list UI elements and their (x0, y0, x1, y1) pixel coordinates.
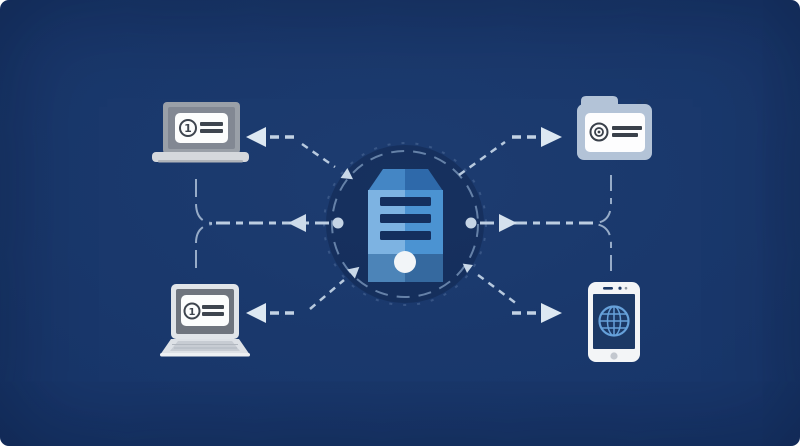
record-icon-inner-ring (594, 127, 604, 137)
phone-home-button (610, 352, 618, 360)
phone-speaker (603, 287, 613, 290)
connector-left (195, 179, 332, 268)
branch-curve-top-right (594, 175, 612, 224)
arrowhead-to-laptop-top-left (246, 127, 266, 147)
laptop-tl-badge: 1 (184, 122, 192, 135)
arrowhead-to-phone (541, 303, 562, 323)
server-indicator-light (394, 251, 416, 273)
branch-curve-bottom-left (195, 223, 213, 268)
browser-text-line-2 (612, 133, 638, 137)
coin-1-icon (183, 302, 201, 320)
server-slot-1 (380, 197, 431, 206)
laptop-bl-key-rows (172, 344, 238, 349)
phone-sensor-dot (624, 286, 628, 290)
diagonal-top-right (458, 140, 506, 177)
diagonal-bottom-right (477, 273, 518, 306)
laptop-bl-badge: 1 (189, 307, 196, 318)
smartphone-icon (588, 282, 640, 362)
globe-icon (598, 305, 630, 337)
branch-curve-bottom-right (594, 223, 612, 271)
outer-arrows (268, 135, 540, 315)
laptop-tl-base (152, 152, 249, 162)
diagonal-top-left (301, 142, 336, 169)
browser-window-icon (577, 96, 652, 160)
browser-text-line-1 (612, 126, 642, 130)
record-icon-dot (597, 130, 601, 134)
server-lid-left (368, 169, 405, 191)
laptop-tl-base-shadow (158, 160, 243, 163)
laptop-tl-text-line-2 (200, 129, 223, 133)
arrowhead-diагonal-top-left (340, 168, 354, 180)
arrowhead-diagonal-bottom-left (347, 266, 360, 279)
connector-dot-left (332, 217, 344, 229)
record-icon (589, 122, 609, 142)
laptop-monitor-icon: 1 (152, 102, 249, 163)
laptop-bl-text-line-1 (202, 305, 224, 309)
diagonal-bottom-left (309, 279, 345, 310)
phone-camera-dot (618, 286, 622, 290)
browser-card (585, 113, 645, 152)
laptop-bl-keys (170, 341, 240, 351)
arrowhead-to-browser (541, 127, 562, 147)
coin-1-icon (179, 119, 197, 137)
server-slot-2 (380, 214, 431, 223)
server-icon (368, 169, 443, 282)
browser-control-dot-1 (636, 99, 642, 105)
connector-right (480, 175, 612, 271)
laptop-bl-text-line-2 (202, 312, 224, 316)
laptop-open-icon: 1 (160, 284, 250, 357)
connector-dot-right (465, 217, 477, 229)
browser-control-dot-2 (643, 99, 649, 105)
diagonal-links (301, 140, 518, 310)
laptop-bl-front-lip (160, 353, 250, 357)
laptop-tl-text-line-1 (200, 122, 223, 126)
branch-curve-top-left (195, 179, 213, 224)
laptop-tl-card (175, 113, 228, 143)
arrowhead-right-inner (499, 214, 517, 232)
arrowhead-to-laptop-bottom-left (246, 303, 266, 323)
hub-dashed-ring (331, 150, 479, 298)
server-slot-3 (380, 231, 431, 240)
arrowhead-diagonal-bottom-right (462, 263, 473, 274)
arrowhead-left-inner (288, 214, 306, 232)
server-lid-right (405, 169, 443, 191)
